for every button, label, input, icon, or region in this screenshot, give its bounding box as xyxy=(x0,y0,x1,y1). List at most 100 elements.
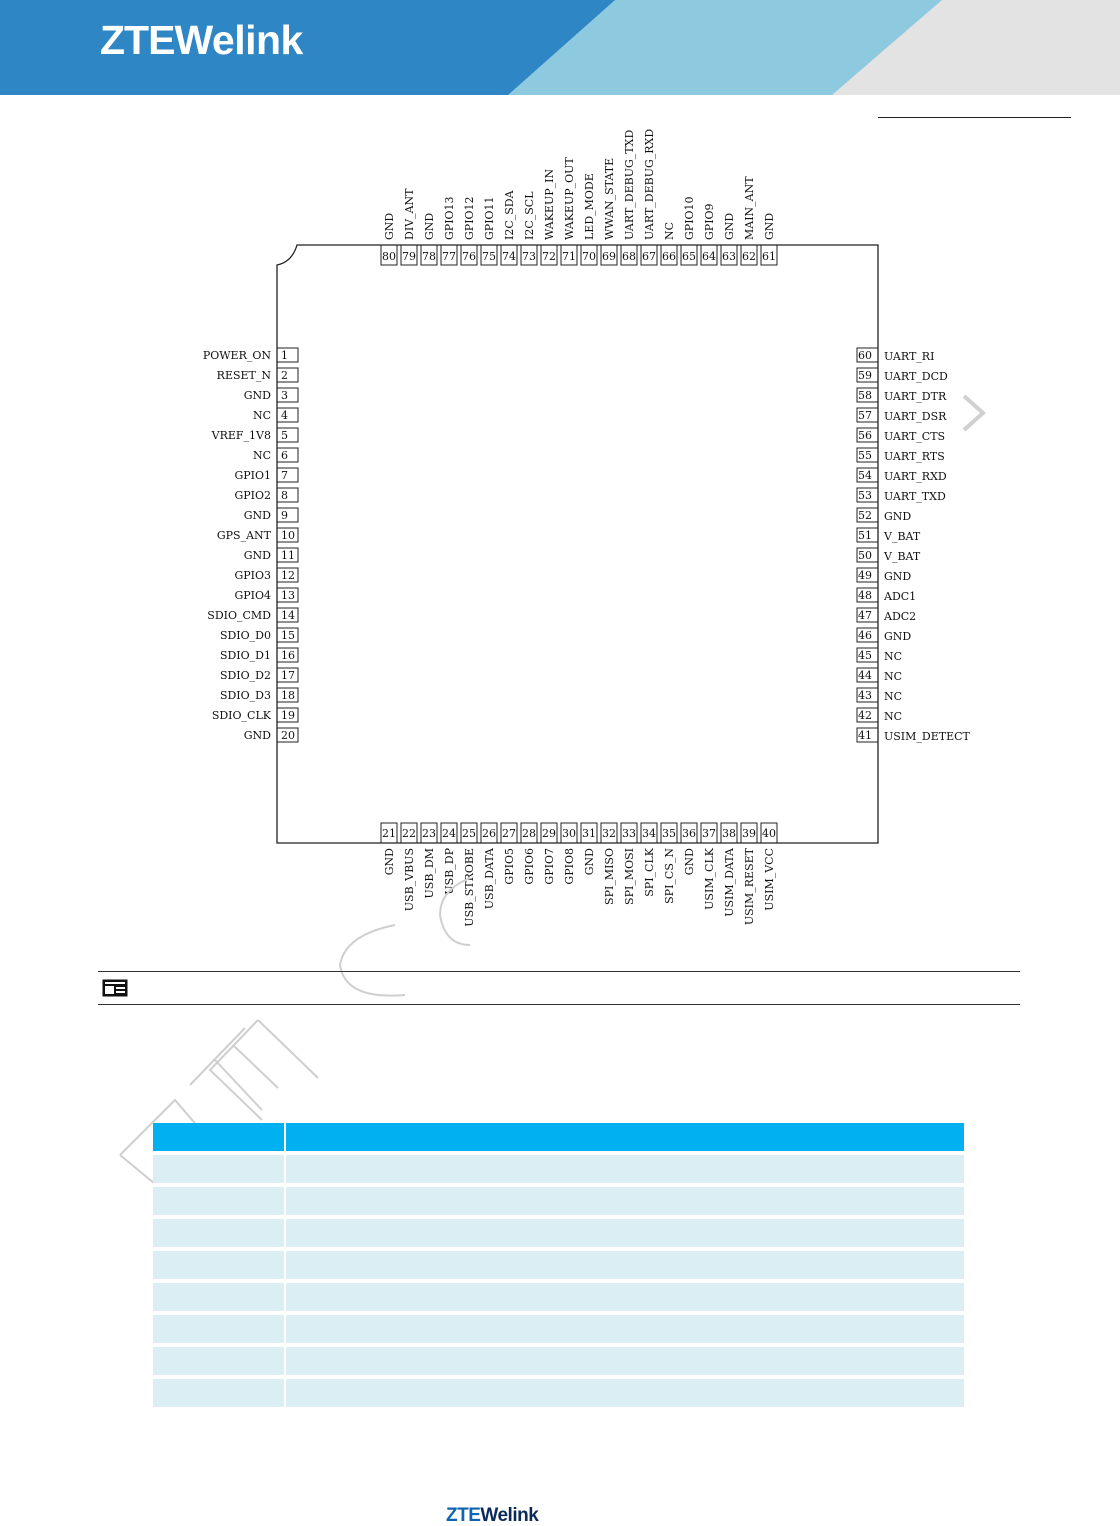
figure-caption-icon xyxy=(102,979,128,997)
pin-pad-64 xyxy=(700,244,718,266)
pin-label-52: GND xyxy=(884,510,911,523)
pin-number-66: 66 xyxy=(662,250,676,263)
pin-pad-67 xyxy=(640,244,658,266)
pin-number-36: 36 xyxy=(682,827,696,840)
table-cell-pin xyxy=(153,1279,286,1311)
pin-number-53: 53 xyxy=(858,489,872,502)
pin-pad-5 xyxy=(276,427,299,443)
pin-label-47: ADC2 xyxy=(883,610,916,623)
pin-number-15: 15 xyxy=(281,629,295,642)
pin-label-63: GND xyxy=(723,213,736,240)
pin-label-7: GPIO1 xyxy=(234,469,271,482)
table-body xyxy=(153,1151,964,1407)
pin-label-28: GPIO6 xyxy=(523,848,536,885)
pin-label-24: USB_DP xyxy=(443,847,456,894)
pin-pad-40 xyxy=(760,822,778,844)
table-header-row xyxy=(153,1123,964,1151)
pin-number-54: 54 xyxy=(858,469,872,482)
pin-number-18: 18 xyxy=(281,689,295,702)
pin-label-53: UART_TXD xyxy=(884,490,946,503)
pin-pad-27 xyxy=(500,822,518,844)
pin-label-6: NC xyxy=(253,449,271,462)
pin-label-61: GND xyxy=(763,213,776,240)
pin-label-13: GPIO4 xyxy=(234,589,271,602)
pin-number-42: 42 xyxy=(858,709,872,722)
pin-pad-55 xyxy=(856,447,879,463)
pin-number-72: 72 xyxy=(542,250,556,263)
pin-pad-59 xyxy=(856,367,879,383)
pin-label-71: WAKEUP_OUT xyxy=(563,157,576,240)
pin-label-5: VREF_1V8 xyxy=(211,429,271,442)
table-cell-description xyxy=(286,1151,964,1183)
pin-number-73: 73 xyxy=(522,250,536,263)
pin-label-77: GPIO13 xyxy=(443,196,456,240)
pin-pad-69 xyxy=(600,244,618,266)
pin-number-3: 3 xyxy=(281,389,288,402)
pin-number-76: 76 xyxy=(462,250,476,263)
pin-number-28: 28 xyxy=(522,827,536,840)
pin-number-47: 47 xyxy=(858,609,872,622)
pin-pad-9 xyxy=(276,507,299,523)
pin-label-27: GPIO5 xyxy=(503,848,516,885)
pin-number-75: 75 xyxy=(482,250,496,263)
pin-pad-14 xyxy=(276,607,299,623)
pin-pad-71 xyxy=(560,244,578,266)
table-header-cell-1 xyxy=(153,1123,286,1151)
table-cell-description xyxy=(286,1215,964,1247)
pin-number-16: 16 xyxy=(281,649,295,662)
pin-pad-10 xyxy=(276,527,299,543)
pin-pad-72 xyxy=(540,244,558,266)
pin-pad-7 xyxy=(276,467,299,483)
pin-pad-77 xyxy=(440,244,458,266)
page-header: ZTEWelink xyxy=(0,0,1120,95)
pin-pad-58 xyxy=(856,387,879,403)
pin-pad-54 xyxy=(856,467,879,483)
pin-pad-12 xyxy=(276,567,299,583)
pin-pad-24 xyxy=(440,822,458,844)
pin-number-10: 10 xyxy=(281,529,295,542)
pin-pad-30 xyxy=(560,822,578,844)
pin-number-50: 50 xyxy=(858,549,872,562)
pin-pad-74 xyxy=(500,244,518,266)
pin-number-78: 78 xyxy=(422,250,436,263)
pin-label-46: GND xyxy=(884,630,911,643)
pin-label-57: UART_DSR xyxy=(884,410,947,423)
caption-icon-line-2 xyxy=(116,991,125,993)
pin-number-44: 44 xyxy=(858,669,872,682)
watermark-letter-e xyxy=(208,1019,319,1121)
pin-number-7: 7 xyxy=(281,469,288,482)
pin-number-48: 48 xyxy=(858,589,872,602)
pin-pad-35 xyxy=(660,822,678,844)
table-cell-pin xyxy=(153,1343,286,1375)
pin-pad-19 xyxy=(276,707,299,723)
pin-pad-73 xyxy=(520,244,538,266)
pin-label-31: GND xyxy=(583,848,596,875)
pin-label-50: V_BAT xyxy=(883,550,921,563)
pin-label-79: DIV_ANT xyxy=(403,188,416,240)
pin-pad-16 xyxy=(276,647,299,663)
pin-pad-61 xyxy=(760,244,778,266)
pin-number-51: 51 xyxy=(858,529,872,542)
pin-label-8: GPIO2 xyxy=(234,489,271,502)
pin-label-30: GPIO8 xyxy=(563,848,576,885)
pin-number-25: 25 xyxy=(462,827,476,840)
module-outline xyxy=(276,244,879,844)
pin-label-64: GPIO9 xyxy=(703,203,716,240)
pin-number-69: 69 xyxy=(602,250,616,263)
pin-number-30: 30 xyxy=(562,827,576,840)
table-header-cell-2 xyxy=(286,1123,964,1151)
pin-label-9: GND xyxy=(244,509,271,522)
chevron-right-icon[interactable] xyxy=(955,393,989,433)
pin-pad-47 xyxy=(856,607,879,623)
pin-number-13: 13 xyxy=(281,589,295,602)
table-cell-description xyxy=(286,1375,964,1407)
table-cell-description xyxy=(286,1311,964,1343)
pin-pad-18 xyxy=(276,687,299,703)
pin-label-22: USB_VBUS xyxy=(403,848,416,911)
figure-caption-bar xyxy=(98,971,1020,1005)
pin-label-68: UART_DEBUG_TXD xyxy=(623,130,636,240)
pin-number-17: 17 xyxy=(281,669,295,682)
pin-number-2: 2 xyxy=(281,369,288,382)
pin-pad-56 xyxy=(856,427,879,443)
pin-number-26: 26 xyxy=(482,827,496,840)
